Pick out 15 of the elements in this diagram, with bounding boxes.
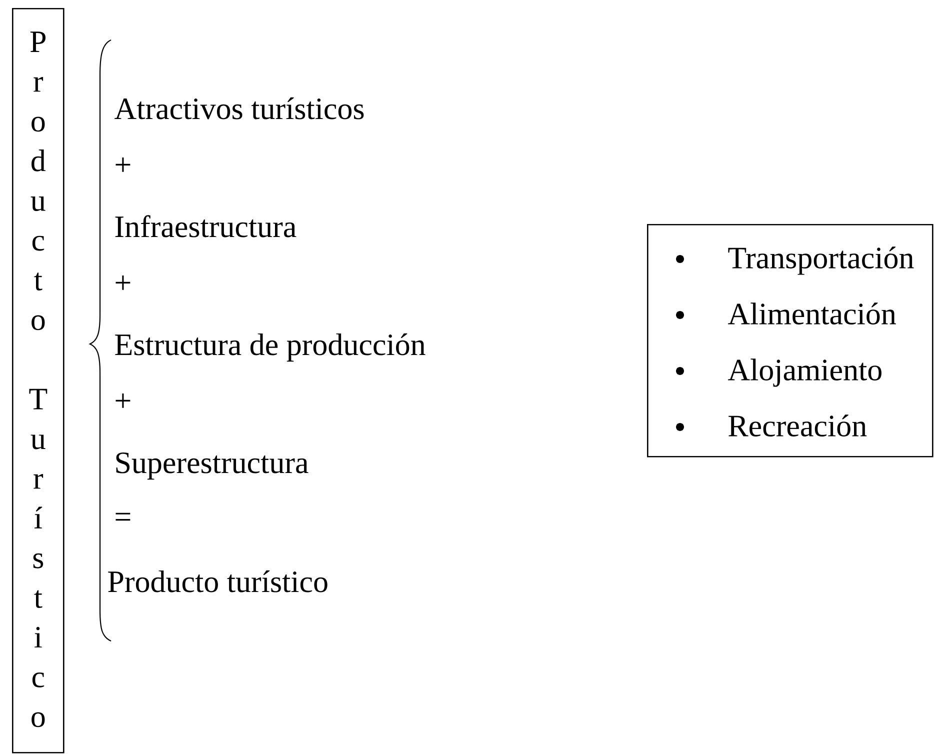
list-item: Transportación — [728, 246, 914, 275]
equation-term: = — [116, 512, 130, 521]
list-item: Alojamiento — [728, 358, 882, 387]
list-box — [647, 224, 934, 458]
equation-term: + — [116, 157, 130, 172]
vertical-label-box: Producto Turístico — [12, 8, 64, 754]
list-item: Alimentación — [728, 302, 896, 324]
list-item: Recreación — [728, 414, 867, 436]
equation-term: Estructura de producción — [115, 333, 426, 362]
equation-term: Producto turístico — [108, 570, 328, 592]
equation-term: Superestructura — [116, 452, 308, 480]
equation-term: + — [116, 393, 130, 408]
equation-term: Atractivos turísticos — [114, 97, 364, 120]
equation-term: + — [116, 275, 130, 290]
equation-term: Infraestructura — [115, 215, 296, 238]
